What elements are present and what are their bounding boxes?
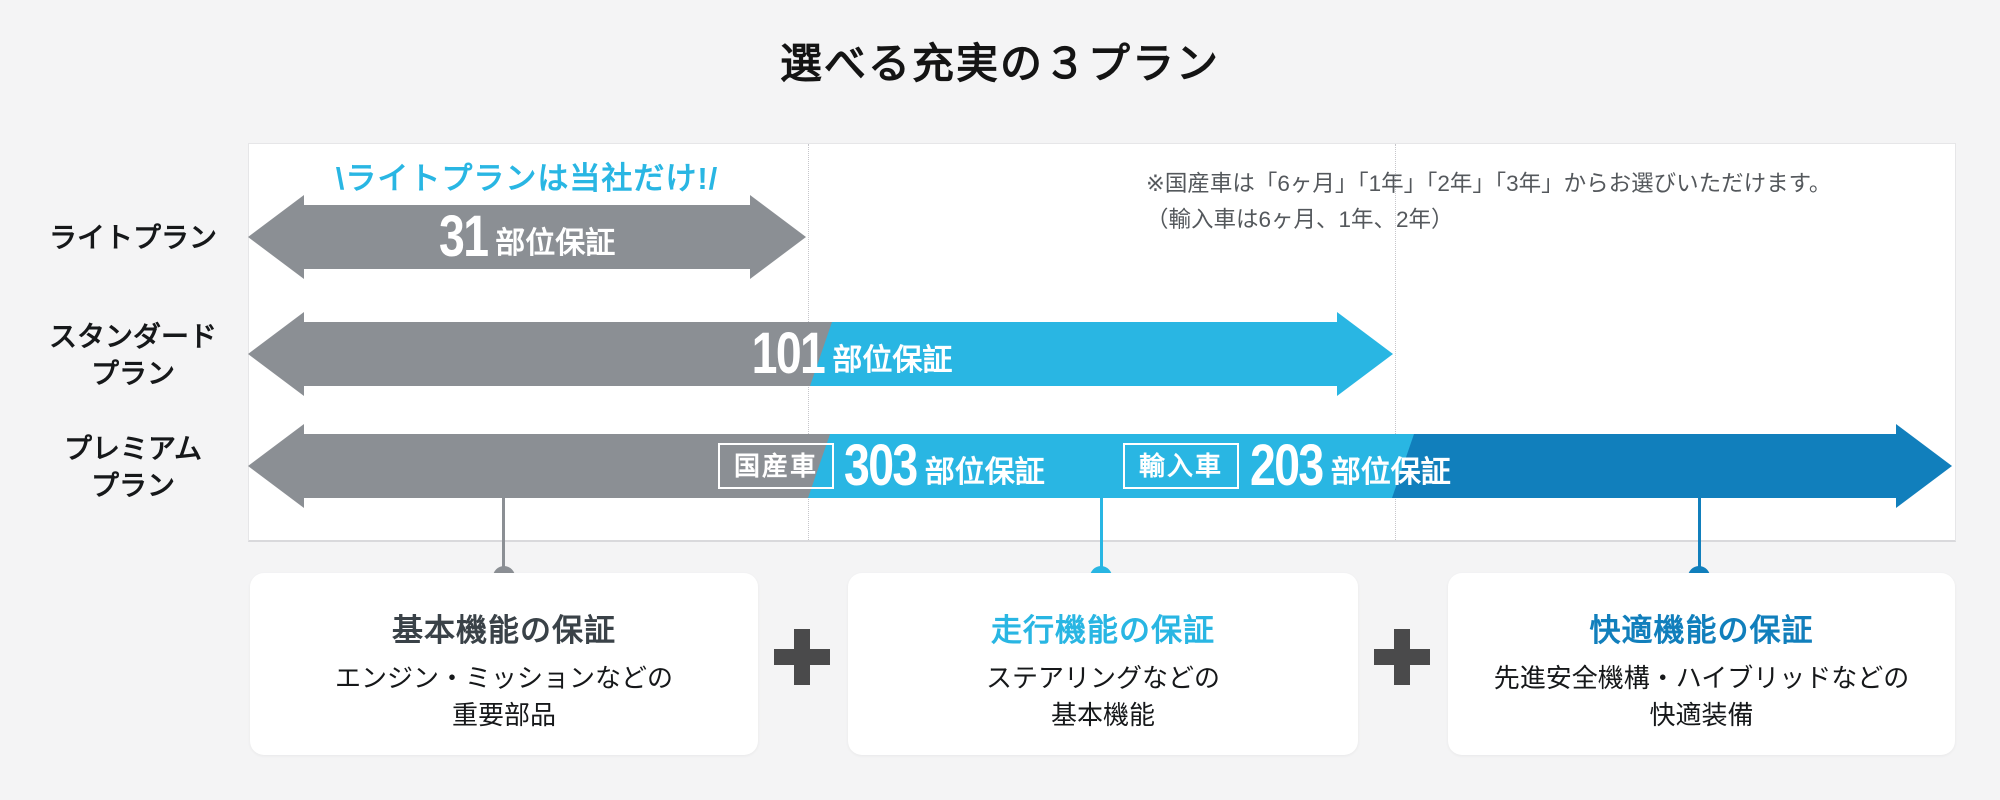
plan-label-premium: プレミアム プラン [28, 430, 238, 504]
standard-cyan-segment [810, 322, 1337, 386]
note-line1: ※国産車は「6ヶ月」「1年」「2年」「3年」からお選びいただけます。 [1146, 171, 1832, 196]
light-plan-bar: 31 部位保証 [304, 205, 750, 269]
plan-label-light-text: ライトプラン [48, 222, 217, 253]
connector-line-basic [502, 498, 505, 576]
premium-blue-segment [1392, 434, 1896, 498]
benefit-box-body-line1: 先進安全機構・ハイブリッドなどの [1493, 663, 1910, 693]
benefit-box-body-line2: 基本機能 [1050, 700, 1155, 730]
import-car-badge: 輸入車 [1123, 443, 1240, 489]
arrow-head-left-icon [248, 312, 304, 396]
benefit-box-body-line2: 快適装備 [1649, 700, 1754, 730]
standard-plan-arrow: 101 部位保証 [248, 312, 1393, 396]
plan-label-premium-line1: プレミアム [63, 433, 203, 464]
standard-coverage-unit: 部位保証 [832, 344, 953, 378]
benefit-box-body-line1: エンジン・ミッションなどの [334, 663, 673, 693]
plan-label-standard: スタンダード プラン [28, 318, 238, 392]
premium-plan-arrow: 国産車 303 部位保証 輸入車 203 部位保証 [248, 424, 1952, 508]
catchphrase: \ライトプランは当社だけ!/ [335, 161, 719, 196]
arrow-head-right-icon [750, 195, 806, 279]
standard-coverage-count: 101 [751, 320, 826, 386]
benefit-box-body: 先進安全機構・ハイブリッドなどの 快適装備 [1448, 660, 1955, 734]
connector-line-driving [1100, 498, 1103, 576]
domestic-coverage-unit: 部位保証 [924, 456, 1045, 490]
light-coverage-count: 31 [438, 203, 489, 269]
benefit-box-title: 基本機能の保証 [392, 613, 616, 648]
benefit-box-driving: 走行機能の保証 ステアリングなどの 基本機能 [848, 573, 1358, 755]
benefit-box-comfort: 快適機能の保証 先進安全機構・ハイブリッドなどの 快適装備 [1448, 573, 1955, 755]
plan-label-premium-line2: プラン [90, 470, 175, 501]
plus-icon [1374, 629, 1430, 685]
arrow-head-right-icon [1896, 424, 1952, 508]
domestic-coverage-count: 303 [844, 432, 918, 498]
light-coverage: 31 部位保証 [438, 203, 616, 269]
standard-coverage: 101 部位保証 [751, 320, 953, 386]
arrow-head-left-icon [248, 195, 304, 279]
standard-plan-bar: 101 部位保証 [304, 322, 1337, 386]
benefit-box-title: 快適機能の保証 [1589, 613, 1814, 648]
import-coverage-unit: 部位保証 [1330, 456, 1451, 490]
arrow-head-right-icon [1337, 312, 1393, 396]
note-text: ※国産車は「6ヶ月」「1年」「2年」「3年」からお選びいただけます。 （輸入車は… [1146, 166, 1831, 238]
domestic-car-badge: 国産車 [718, 443, 835, 489]
benefit-box-body: エンジン・ミッションなどの 重要部品 [250, 660, 758, 734]
benefit-box-basic: 基本機能の保証 エンジン・ミッションなどの 重要部品 [250, 573, 758, 755]
period-divider-line-2 [1395, 144, 1396, 540]
plan-label-standard-line1: スタンダード [48, 321, 217, 352]
light-coverage-unit: 部位保証 [495, 227, 616, 261]
benefit-box-title: 走行機能の保証 [991, 613, 1215, 648]
benefit-box-body: ステアリングなどの 基本機能 [848, 660, 1358, 734]
light-plan-arrow: 31 部位保証 [248, 195, 806, 279]
benefit-box-body-line2: 重要部品 [451, 700, 556, 730]
premium-plan-bar: 国産車 303 部位保証 輸入車 203 部位保証 [304, 434, 1896, 498]
import-coverage: 203 部位保証 [1250, 432, 1451, 498]
note-line2: （輸入車は6ヶ月、1年、2年） [1146, 207, 1454, 232]
domestic-coverage: 303 部位保証 [844, 432, 1045, 498]
arrow-head-left-icon [248, 424, 304, 508]
import-coverage-count: 203 [1250, 432, 1324, 498]
page-title: 選べる充実の３プラン [779, 40, 1220, 87]
connector-line-comfort [1698, 498, 1701, 576]
plus-icon [774, 629, 830, 685]
plan-label-light: ライトプラン [28, 219, 238, 256]
benefit-box-body-line1: ステアリングなどの [985, 663, 1220, 693]
plan-label-standard-line2: プラン [90, 358, 175, 389]
